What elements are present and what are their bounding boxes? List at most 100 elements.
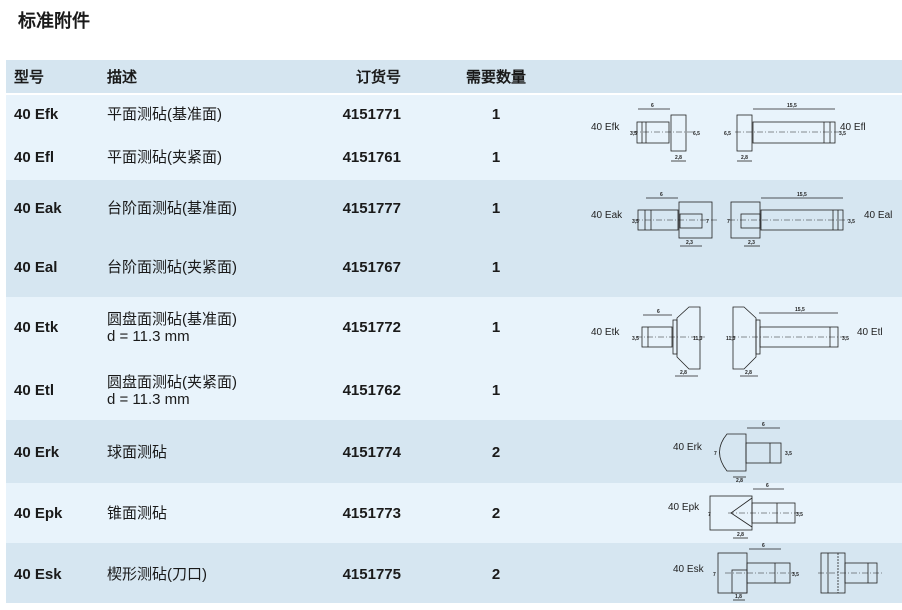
model: 40 Efk [14,106,59,123]
svg-text:15,5: 15,5 [795,307,805,313]
qty: 1 [491,259,501,276]
order-no: 4151762 [342,382,401,399]
svg-text:15,5: 15,5 [787,103,797,109]
svg-text:2,3: 2,3 [686,240,693,246]
svg-text:7: 7 [706,219,709,225]
svg-text:6: 6 [762,543,765,549]
svg-text:11,3: 11,3 [726,336,736,342]
order-no: 4151771 [342,106,401,123]
svg-text:1,8: 1,8 [735,594,742,600]
svg-text:11,3: 11,3 [693,336,703,342]
qty: 1 [491,106,501,123]
drawing-epk: 40 Epk 6 7 3,5 2,8 [668,483,803,539]
order-no: 4151767 [342,259,401,276]
row-group-ea [6,180,902,297]
description-diameter: d = 11.3 mm [107,328,190,345]
table-header [6,60,902,93]
qty: 2 [491,444,501,461]
model: 40 Efl [14,149,55,166]
svg-text:3,5: 3,5 [842,336,849,342]
drawing-erk: 40 Erk 6 7 3,5 2,8 [673,422,792,484]
svg-text:6: 6 [651,103,654,109]
model: 40 Epk [14,505,63,522]
description: 平面测砧(基准面) [107,106,222,123]
svg-text:6,5: 6,5 [724,131,731,137]
svg-text:6: 6 [660,192,663,198]
svg-text:2,8: 2,8 [741,155,748,161]
drawing-label: 40 Epk [668,502,700,513]
drawing-label: 40 Etl [857,327,883,338]
description: 平面测砧(夹紧面) [107,149,222,166]
description: 锥面测砧 [107,505,168,522]
qty: 2 [491,566,501,583]
description: 圆盘面测砧(基准面) [107,311,237,328]
drawing-esk: 40 Esk 6 7 3,5 1,8 [673,543,882,601]
svg-text:7: 7 [727,219,730,225]
description: 球面测砧 [107,444,168,461]
qty: 1 [491,200,501,217]
svg-text:2,8: 2,8 [736,478,743,484]
drawing-eal: 40 Eal 15,5 7 3,5 2,3 [727,192,892,247]
drawing-label: 40 Eal [864,210,892,221]
qty: 1 [491,149,501,166]
drawing-label: 40 Efl [840,122,866,133]
header-order-no: 订货号 [355,69,401,86]
svg-text:7: 7 [713,572,716,578]
svg-text:3,5: 3,5 [796,512,803,518]
model: 40 Eal [14,259,58,276]
qty: 2 [491,505,501,522]
svg-text:3,5: 3,5 [785,451,792,457]
drawing-label: 40 Efk [591,122,620,133]
svg-text:6: 6 [762,422,765,428]
row-group-et [6,297,902,420]
svg-text:6: 6 [657,309,660,315]
description: 台阶面测砧(基准面) [107,200,237,217]
svg-text:15,5: 15,5 [797,192,807,198]
svg-text:2,3: 2,3 [748,240,755,246]
svg-text:7: 7 [708,512,711,518]
svg-text:3,5: 3,5 [839,131,846,137]
svg-text:2,8: 2,8 [675,155,682,161]
drawing-label: 40 Esk [673,564,705,575]
svg-text:3,5: 3,5 [792,572,799,578]
svg-text:3,5: 3,5 [630,131,637,137]
order-no: 4151772 [342,319,401,336]
drawing-label: 40 Eak [591,210,623,221]
description: 台阶面测砧(夹紧面) [107,259,237,276]
svg-text:7: 7 [714,451,717,457]
qty: 1 [491,382,501,399]
model: 40 Eak [14,200,62,217]
row-group-er [6,420,902,483]
order-no: 4151775 [342,566,401,583]
header-qty: 需要数量 [465,69,526,86]
order-no: 4151761 [342,149,401,166]
svg-text:2,8: 2,8 [737,532,744,538]
order-no: 4151774 [342,444,401,461]
description-diameter: d = 11.3 mm [107,391,190,408]
drawing-efk: 40 Efk 6 3,5 6,5 2,8 [591,103,700,162]
drawing-eak: 40 Eak 6 3,5 7 2,3 [591,192,718,247]
model: 40 Etk [14,319,59,336]
model: 40 Erk [14,444,60,461]
svg-text:2,8: 2,8 [680,370,687,376]
svg-text:6: 6 [766,483,769,489]
description: 楔形测砧(刀口) [107,566,207,583]
order-no: 4151773 [342,505,401,522]
qty: 1 [491,319,501,336]
drawing-efl: 40 Efl 15,5 6,5 3,5 2,8 [724,103,866,162]
section-title: 标准附件 [18,11,90,31]
drawing-label: 40 Etk [591,327,620,338]
model: 40 Etl [14,382,55,399]
description: 圆盘面测砧(夹紧面) [107,374,237,391]
svg-text:6,5: 6,5 [693,131,700,137]
header-description: 描述 [107,69,138,86]
svg-text:3,5: 3,5 [632,219,639,225]
drawing-etk: 40 Etk 6 3,5 11,3 2,8 [591,306,705,377]
svg-text:3,5: 3,5 [848,219,855,225]
drawing-label: 40 Erk [673,442,703,453]
header-model: 型号 [14,69,45,86]
svg-text:3,5: 3,5 [632,336,639,342]
order-no: 4151777 [342,200,401,217]
